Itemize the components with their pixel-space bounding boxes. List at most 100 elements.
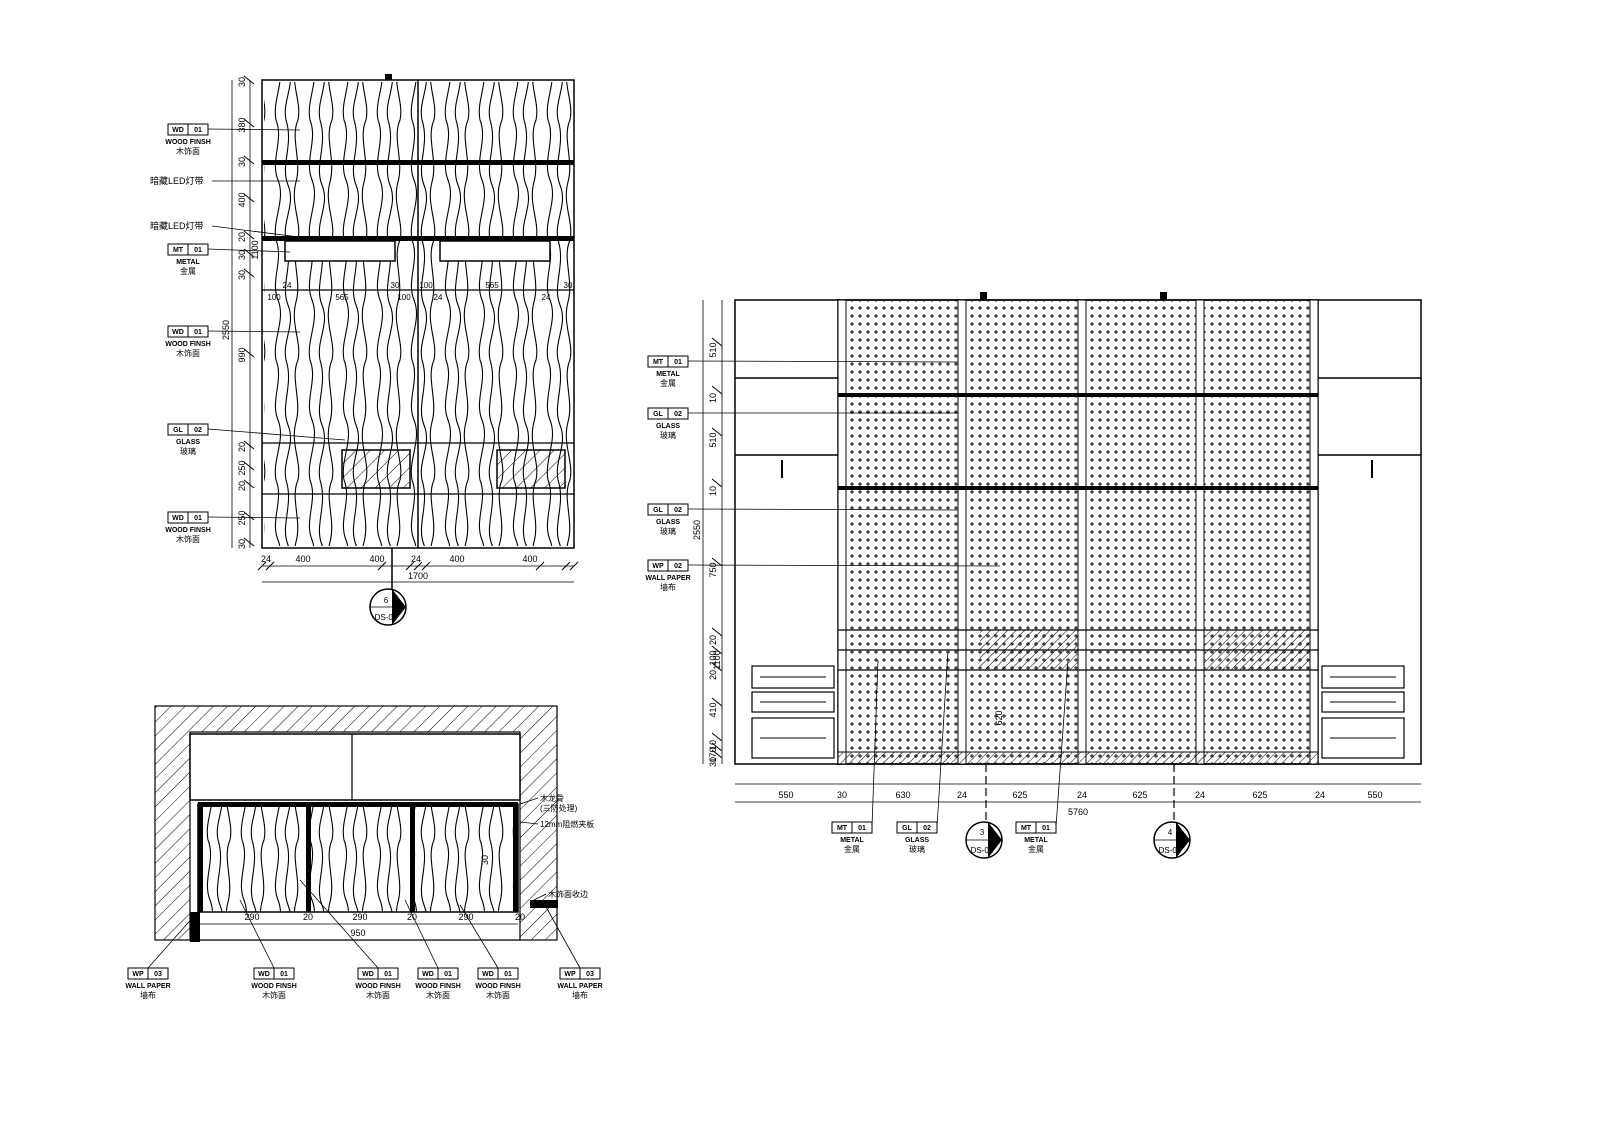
tag-chinese: 金属 <box>180 266 196 276</box>
middle-dim-value: 30 <box>391 281 400 290</box>
vertical-dim-value: 30 <box>237 77 247 87</box>
plan-divider <box>306 804 311 912</box>
tag-english: WOOD FINSH <box>165 527 211 534</box>
tag-number: 01 <box>504 971 512 978</box>
vertical-dim-value: 250 <box>237 460 247 475</box>
bottom-dim-value: 625 <box>1252 790 1267 800</box>
vertical-dim-value: 20 <box>237 481 247 491</box>
tag-code: WD <box>362 971 374 978</box>
bottom-dim-value: 625 <box>1132 790 1147 800</box>
tag-english: WOOD FINSH <box>251 983 297 990</box>
middle-dim-value: 24 <box>542 293 551 302</box>
vertical-dim-value: 30 <box>237 250 247 260</box>
tag-chinese: 墙布 <box>660 582 676 592</box>
tag-chinese: 木饰面 <box>176 146 200 156</box>
vertical-dim-value: 750 <box>708 562 718 577</box>
tag-english: METAL <box>840 837 864 844</box>
plan-side-bar <box>198 804 203 912</box>
vertical-dim-value: 20 <box>237 232 247 242</box>
plan-dim-value: 290 <box>352 912 367 922</box>
top-marker <box>980 292 987 300</box>
tag-number: 02 <box>923 825 931 832</box>
tag-chinese: 墙布 <box>140 990 156 1000</box>
tag-number: 01 <box>1042 825 1050 832</box>
middle-dim-value: 24 <box>283 281 292 290</box>
section-num: 4 <box>1168 828 1173 837</box>
middle-dim-value: 24 <box>434 293 443 302</box>
inner-height-label: 1100 <box>712 650 722 669</box>
tag-chinese: 金属 <box>1028 844 1044 854</box>
bottom-dim-value: 24 <box>1315 790 1325 800</box>
tag-english: METAL <box>1024 837 1048 844</box>
plan-dim-value: 20 <box>407 912 417 922</box>
tag-chinese: 墙布 <box>572 990 588 1000</box>
side-cabinet-left <box>735 377 838 759</box>
tag-code: MT <box>653 359 664 366</box>
tag-english: WALL PAPER <box>645 575 690 582</box>
tag-english: WOOD FINSH <box>355 983 401 990</box>
section-ref: DS-06 <box>1159 846 1182 855</box>
tag-chinese: 玻璃 <box>180 446 196 456</box>
tag-english: WALL PAPER <box>125 983 170 990</box>
elevation-right: 2550 1100 510105101075020100204101017030… <box>645 292 1422 860</box>
tag-chinese: 木饰面 <box>486 990 510 1000</box>
plan-width-total: 950 <box>350 928 365 938</box>
tag-chinese: 金属 <box>660 378 676 388</box>
bottom-dim-value: 625 <box>1012 790 1027 800</box>
tag-number: 01 <box>280 971 288 978</box>
vertical-dim-value: 510 <box>708 342 718 357</box>
glass-drawer <box>496 449 566 489</box>
tag-english: WOOD FINSH <box>475 983 521 990</box>
tag-english: WOOD FINSH <box>165 139 211 146</box>
tag-number: 01 <box>858 825 866 832</box>
tag-number: 02 <box>674 507 682 514</box>
vertical-dim-value: 20 <box>708 670 718 680</box>
vertical-dim-value: 30 <box>237 157 247 167</box>
bottom-dim-value: 24 <box>411 554 421 564</box>
plan-note: 木饰面收边 <box>548 889 588 899</box>
tag-code: WP <box>652 563 664 570</box>
tag-chinese: 木饰面 <box>176 348 200 358</box>
bottom-dim-value: 24 <box>1195 790 1205 800</box>
tag-chinese: 玻璃 <box>909 844 925 854</box>
bottom-dim-value: 400 <box>522 554 537 564</box>
tag-english: GLASS <box>905 837 929 844</box>
bottom-dim-value: 550 <box>1367 790 1382 800</box>
bottom-dim-value: 400 <box>369 554 384 564</box>
tag-number: 02 <box>674 563 682 570</box>
bottom-dim-value: 24 <box>1077 790 1087 800</box>
middle-dim-value: 100 <box>397 293 411 302</box>
side-cabinet-right <box>1318 377 1421 759</box>
tag-english: GLASS <box>656 423 680 430</box>
led-note-upper: 暗藏LED灯带 <box>150 175 204 186</box>
height-total-label: 2550 <box>692 520 702 540</box>
vertical-dim-value: 30 <box>237 539 247 549</box>
tag-chinese: 玻璃 <box>660 526 676 536</box>
tag-english: WALL PAPER <box>557 983 602 990</box>
tag-chinese: 金属 <box>844 844 860 854</box>
plan-upper-box <box>189 733 521 801</box>
elevation-left: 2550 1100 303803040020303099020250202503… <box>150 74 579 626</box>
middle-dim-value: 30 <box>564 281 573 290</box>
tag-code: MT <box>173 247 184 254</box>
tag-code: WD <box>172 515 184 522</box>
vertical-dim-value: 10 <box>708 740 718 750</box>
